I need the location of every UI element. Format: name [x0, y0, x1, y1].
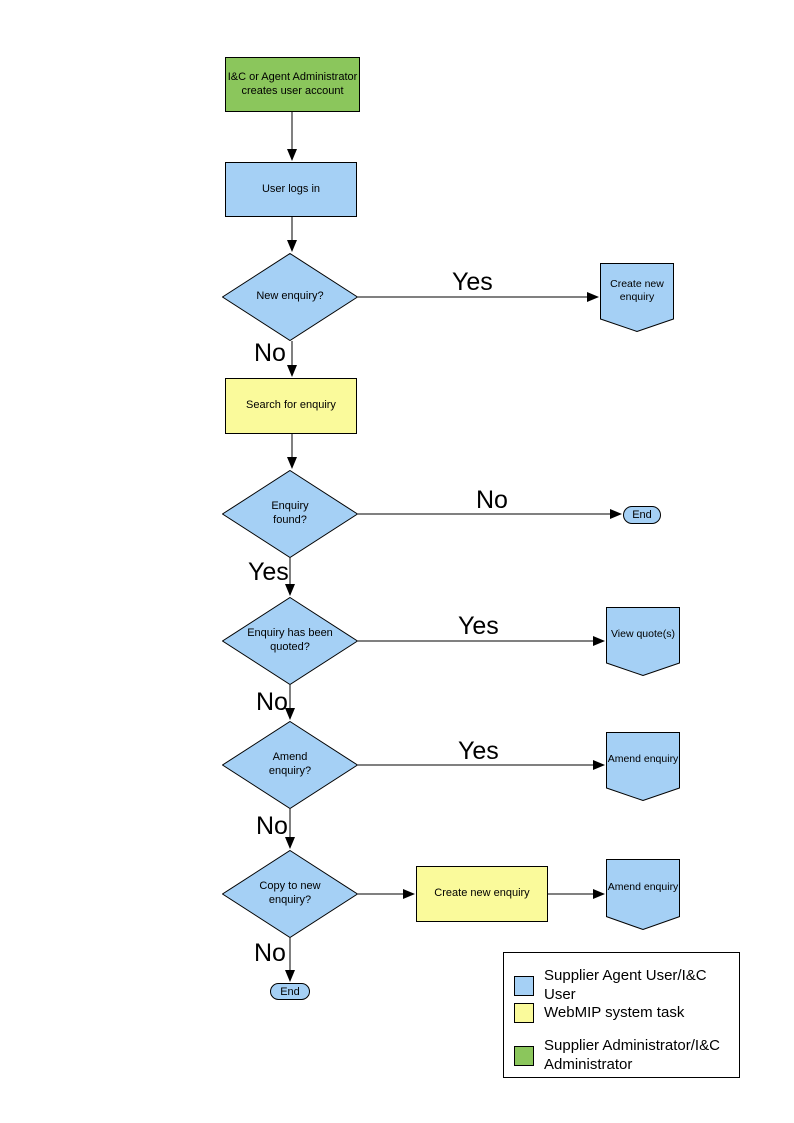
decision-label: New enquiry?: [256, 290, 324, 303]
edge-label-no: No: [476, 486, 508, 514]
node-amend-enquiry: Amend enquiry: [606, 732, 680, 801]
diamond-shape: [222, 597, 358, 685]
decision-label: Copy to new enquiry?: [259, 880, 321, 906]
node-label: Create new enquiry: [434, 887, 530, 900]
decision-new-enquiry: New enquiry?: [222, 253, 358, 341]
legend-item-supplier-administrator: Supplier Administrator/I&C Administrator: [514, 1037, 733, 1075]
terminator-end-final: End: [270, 983, 310, 1000]
decision-copy-to-new-enquiry: Copy to new enquiry?: [222, 850, 358, 938]
diamond-shape: [222, 470, 358, 558]
node-create-new-enquiry: Create new enquiry: [600, 263, 674, 332]
node-label: View quote(s): [610, 628, 675, 641]
pentagon-shape: [606, 607, 680, 676]
diamond-shape: [222, 850, 358, 938]
legend-item-supplier-agent-user: Supplier Agent User/I&C User: [514, 967, 733, 1005]
terminator-label: End: [280, 985, 300, 998]
edge-label-yes: Yes: [458, 612, 499, 640]
decision-enquiry-quoted: Enquiry has been quoted?: [222, 597, 358, 685]
node-amend-enquiry-2: Amend enquiry: [606, 859, 680, 930]
decision-label: Enquiry found?: [271, 500, 309, 526]
decision-amend-enquiry: Amend enquiry?: [222, 721, 358, 809]
node-view-quotes: View quote(s): [606, 607, 680, 676]
edge-label-no: No: [254, 939, 286, 967]
node-label: Amend enquiry: [607, 753, 679, 766]
legend-label: Supplier Agent User/I&C User: [544, 967, 707, 1003]
legend-item-webmip-system-task: WebMIP system task: [514, 1003, 733, 1023]
node-create-new-enquiry-task: Create new enquiry: [416, 866, 548, 922]
diamond-shape: [222, 721, 358, 809]
node-label: I&C or Agent Administrator creates user …: [227, 70, 358, 97]
legend-swatch-blue: [514, 975, 534, 996]
pentagon-shape: [606, 859, 680, 930]
node-label: User logs in: [261, 182, 321, 195]
decision-enquiry-found: Enquiry found?: [222, 470, 358, 558]
node-label: Amend enquiry: [607, 881, 679, 894]
edge-label-yes: Yes: [452, 268, 493, 296]
node-label: Create new enquiry: [610, 277, 664, 303]
decision-label: Enquiry has been quoted?: [247, 627, 333, 653]
edge-label-no: No: [256, 812, 288, 840]
legend-swatch-yellow: [514, 1003, 534, 1023]
edge-label-no: No: [256, 688, 288, 716]
node-user-logs-in: User logs in: [225, 162, 357, 217]
legend-label: Supplier Administrator/I&C Administrator: [544, 1037, 720, 1073]
node-search-for-enquiry: Search for enquiry: [225, 378, 357, 434]
decision-label: Amend enquiry?: [268, 751, 312, 777]
terminator-end-not-found: End: [623, 506, 661, 524]
pentagon-shape: [606, 732, 680, 801]
diamond-shape: [222, 253, 358, 341]
legend: Supplier Agent User/I&C User WebMIP syst…: [503, 952, 740, 1078]
edge-label-yes: Yes: [458, 737, 499, 765]
pentagon-shape: [600, 263, 674, 332]
legend-label: WebMIP system task: [544, 1003, 685, 1021]
terminator-label: End: [632, 509, 652, 521]
edge-label-no: No: [254, 339, 286, 367]
node-admin-creates-account: I&C or Agent Administrator creates user …: [225, 57, 360, 112]
node-label: Search for enquiry: [246, 399, 336, 412]
edge-label-yes: Yes: [248, 558, 289, 586]
legend-swatch-green: [514, 1045, 534, 1066]
